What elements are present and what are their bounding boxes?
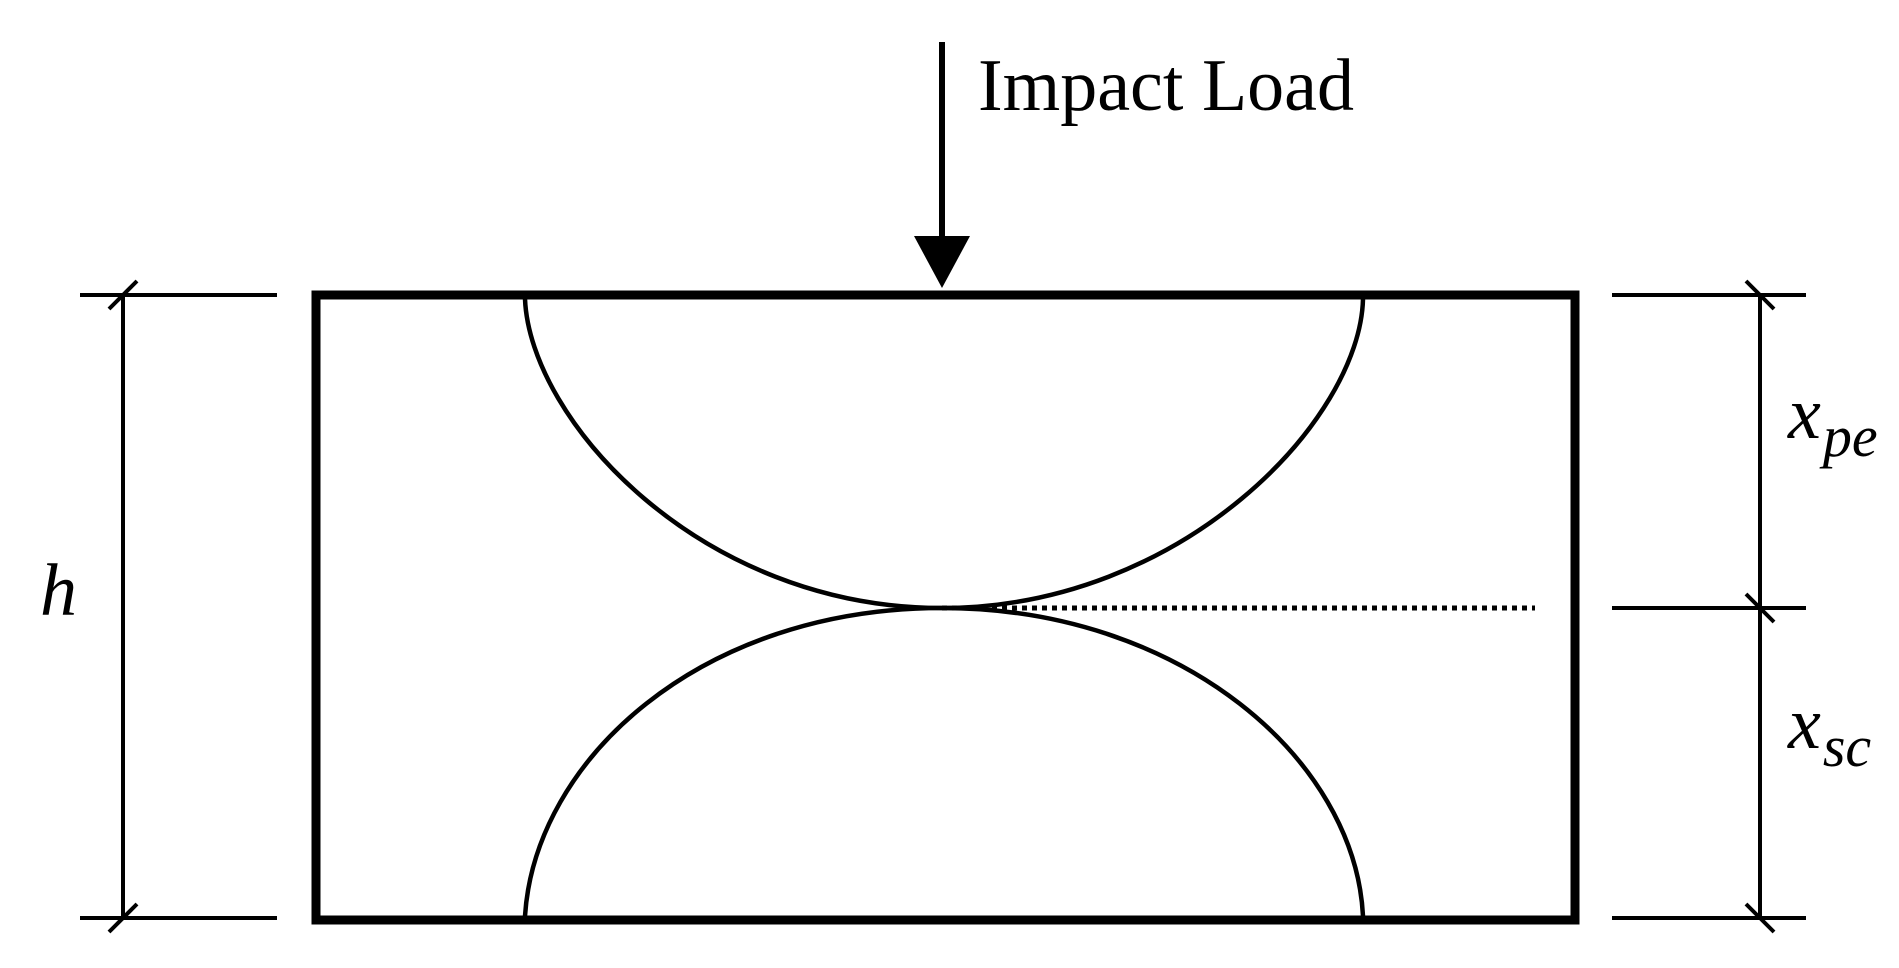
- impact-load-arrow: [914, 42, 970, 288]
- upper-zone-label: xpe: [1787, 373, 1878, 469]
- zone-tick-top: [1744, 279, 1776, 311]
- lower-zone-label: xsc: [1787, 683, 1871, 779]
- lower-zone-label-main: x: [1787, 683, 1821, 765]
- impact-load-arrow-head: [914, 236, 970, 288]
- height-tick-top: [107, 279, 139, 311]
- height-label: h: [40, 550, 77, 632]
- upper-zone-label-main: x: [1787, 373, 1821, 455]
- zone-tick-middle: [1744, 592, 1776, 624]
- lower-zone-label-sub: sc: [1823, 714, 1872, 779]
- impact-load-label: Impact Load: [978, 45, 1354, 127]
- upper-zone-curve: [522, 298, 1366, 611]
- zone-dimensions: [1612, 279, 1806, 934]
- zone-tick-bottom: [1744, 902, 1776, 934]
- height-tick-bottom: [107, 902, 139, 934]
- beam-section-outline: [311, 290, 1580, 925]
- height-dimension: [80, 279, 277, 934]
- upper-zone-label-sub: pe: [1819, 404, 1878, 469]
- lower-zone-curve: [522, 605, 1366, 917]
